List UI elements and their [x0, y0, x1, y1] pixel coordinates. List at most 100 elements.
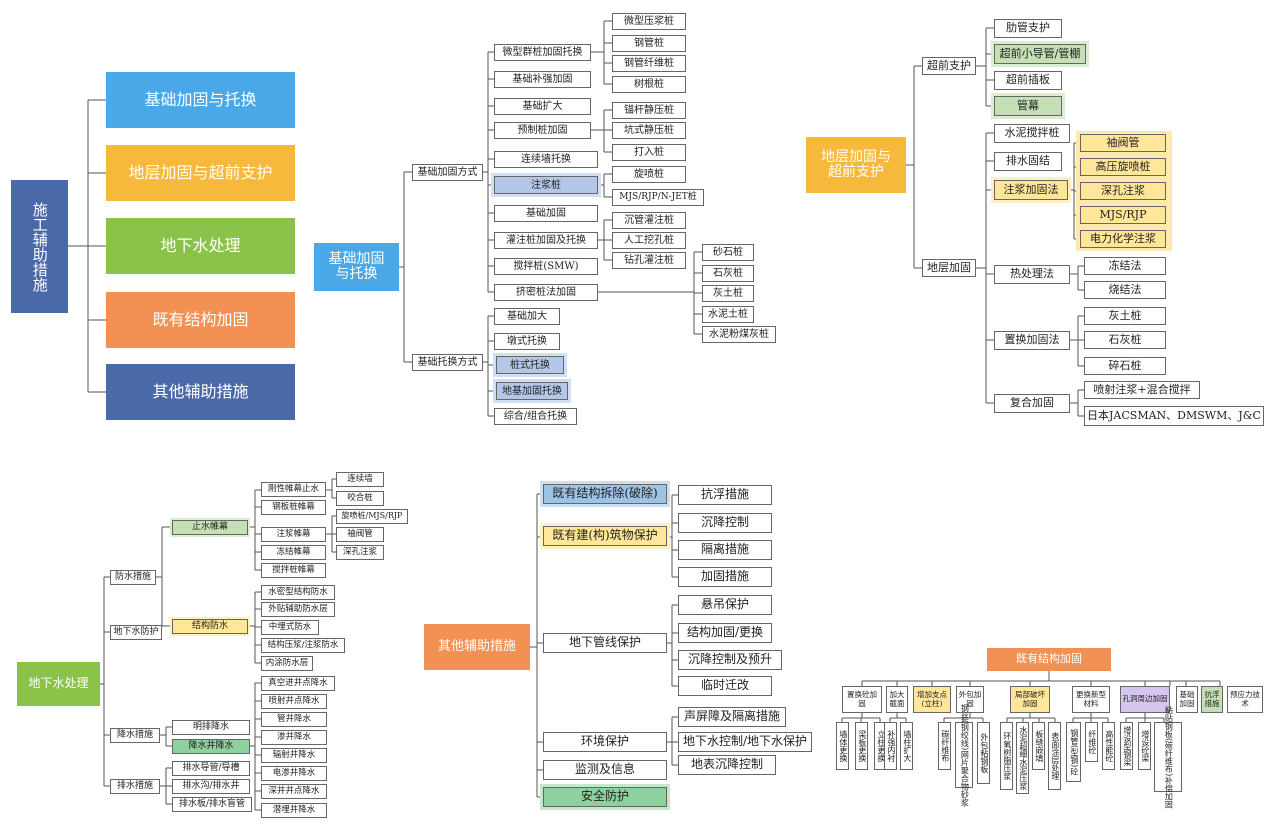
- struct-3[interactable]: 中埋式防水: [261, 620, 319, 635]
- other-3[interactable]: 地下管线保护: [543, 633, 667, 653]
- micro-pile-3[interactable]: 钢管纤维桩: [612, 55, 686, 72]
- curtain-5[interactable]: 搅拌桩帷幕: [261, 563, 326, 578]
- drain-2[interactable]: 排水沟/排水井: [172, 779, 250, 794]
- existing-sub-15[interactable]: 高性能砼: [1102, 722, 1115, 770]
- underpin-5[interactable]: 综合/组合托换: [494, 408, 577, 425]
- existing-cat-2[interactable]: 加大截面: [886, 686, 908, 713]
- foundation-branch-underpin[interactable]: 基础托换方式: [412, 354, 483, 371]
- ground-2[interactable]: 排水固结: [994, 152, 1062, 171]
- stratum-advance[interactable]: 超前支护: [922, 57, 976, 75]
- protect-3[interactable]: 隔离措施: [678, 540, 772, 560]
- well-1[interactable]: 真空进井点降水: [261, 676, 335, 691]
- ground-1[interactable]: 水泥搅拌桩: [994, 124, 1070, 143]
- grout-1[interactable]: 旋喷桩: [612, 166, 686, 183]
- existing-cat-4[interactable]: 外包加固: [956, 686, 984, 713]
- cast-3[interactable]: 钻孔灌注桩: [612, 252, 686, 269]
- gw-protect[interactable]: 地下水防护: [110, 625, 162, 640]
- fnode-grout-pile[interactable]: 注浆桩: [491, 173, 601, 197]
- pipe-3[interactable]: 沉降控制及预升: [678, 650, 782, 670]
- ground-5[interactable]: 置换加固法: [994, 331, 1070, 350]
- well-5[interactable]: 辐射井降水: [261, 748, 327, 763]
- fnode-compact[interactable]: 挤密桩法加固: [494, 284, 598, 301]
- pipe-4[interactable]: 临时迁改: [678, 676, 772, 696]
- fnode-micro[interactable]: 微型群桩加固托换: [494, 44, 591, 61]
- env-1[interactable]: 声屏障及隔离措施: [678, 707, 786, 727]
- replace-1[interactable]: 灰土桩: [1084, 307, 1166, 325]
- well-8[interactable]: 潜埋井降水: [261, 803, 327, 818]
- existing-sub-8[interactable]: 外包粘钢板: [977, 722, 990, 784]
- env-3[interactable]: 地表沉降控制: [678, 755, 776, 775]
- existing-sub-18[interactable]: 粘贴钢板(碳纤维布)补偿加固: [1154, 706, 1182, 808]
- curtain-4[interactable]: 冻结帷幕: [261, 545, 326, 560]
- fnode-base[interactable]: 基础加固: [494, 205, 598, 222]
- existing-sub-14[interactable]: 纤维砼: [1085, 722, 1098, 762]
- foundation-root[interactable]: 基础加固与托换: [314, 243, 399, 291]
- pipe-2[interactable]: 结构加固/更换: [678, 623, 772, 643]
- thermal-2[interactable]: 烧结法: [1084, 281, 1166, 299]
- micro-pile-2[interactable]: 钢管桩: [612, 35, 686, 52]
- existing-cat-9[interactable]: 抗浮措施: [1201, 686, 1223, 713]
- well-3[interactable]: 管井降水: [261, 712, 327, 727]
- groundwater-root[interactable]: 地下水处理: [17, 662, 100, 706]
- struct-2[interactable]: 外贴辅助防水层: [261, 602, 335, 617]
- protect-2[interactable]: 沉降控制: [678, 513, 772, 533]
- gw-struct[interactable]: 结构防水: [170, 617, 250, 636]
- struct-1[interactable]: 水密型结构防水: [261, 585, 335, 600]
- gcurtain-3[interactable]: 深孔注浆: [336, 545, 384, 560]
- protect-1[interactable]: 抗浮措施: [678, 485, 772, 505]
- gcurtain-1[interactable]: 旋喷桩/MJS/RJP: [336, 509, 408, 524]
- composite-2[interactable]: 日本JACSMAN、DMSWM、J&C: [1084, 406, 1264, 426]
- well-2[interactable]: 喷射井点降水: [261, 694, 327, 709]
- rigid-1[interactable]: 连续墙: [336, 472, 384, 487]
- existing-cat-3[interactable]: 增加支点(立柱): [913, 686, 951, 713]
- fnode-strengthen[interactable]: 基础补强加固: [494, 71, 591, 88]
- existing-sub-5[interactable]: 墙柱扩大: [900, 722, 913, 770]
- other-1[interactable]: 既有结构拆除(破除): [540, 481, 670, 507]
- well-6[interactable]: 电渗井降水: [261, 766, 327, 781]
- existing-cat-5[interactable]: 局部破坏加固: [1010, 686, 1050, 713]
- gw-curtain[interactable]: 止水帷幕: [170, 518, 250, 537]
- existing-sub-4[interactable]: 补强内衬: [884, 722, 897, 770]
- existing-sub-7[interactable]: 钢丝(钢绞线)网片聚合物砂浆: [955, 704, 973, 806]
- other-4[interactable]: 环境保护: [543, 732, 667, 752]
- overview-item-foundation[interactable]: 基础加固与托换: [106, 72, 295, 128]
- overview-item-existing[interactable]: 既有结构加固: [106, 292, 295, 348]
- replace-3[interactable]: 碎石桩: [1084, 357, 1166, 375]
- fnode-smw[interactable]: 搅拌桩(SMW): [494, 258, 598, 275]
- existing-sub-12[interactable]: 表面涂层处理: [1048, 722, 1061, 790]
- existing-sub-9[interactable]: 环氧树脂压浆: [1000, 722, 1013, 790]
- existing-cat-8[interactable]: 基础加固: [1176, 686, 1198, 713]
- compact-4[interactable]: 水泥土桩: [702, 306, 754, 323]
- underpin-2[interactable]: 墩式托换: [494, 333, 560, 350]
- existing-sub-6[interactable]: 碳纤维布: [938, 722, 951, 770]
- compact-3[interactable]: 灰土桩: [702, 285, 754, 302]
- env-2[interactable]: 地下水控制/地下水保护: [678, 732, 812, 752]
- advance-3[interactable]: 超前插板: [994, 71, 1062, 90]
- other-2[interactable]: 既有建(构)筑物保护: [540, 523, 670, 549]
- fnode-enlarge[interactable]: 基础扩大: [494, 98, 591, 115]
- existing-sub-11[interactable]: 板缝嵌填: [1032, 722, 1045, 770]
- fnode-cast[interactable]: 灌注桩加固及托换: [494, 232, 598, 249]
- overview-root[interactable]: 施工辅助措施: [11, 180, 68, 313]
- foundation-branch-method[interactable]: 基础加固方式: [412, 164, 483, 181]
- gw-dewater[interactable]: 降水措施: [110, 728, 160, 743]
- compact-2[interactable]: 石灰桩: [702, 265, 754, 282]
- ground-6[interactable]: 复合加固: [994, 394, 1070, 413]
- dewater-2[interactable]: 降水井降水: [172, 739, 250, 754]
- grouting-4[interactable]: MJS/RJP: [1080, 206, 1166, 224]
- grouting-5[interactable]: 电力化学注浆: [1080, 230, 1166, 248]
- fnode-wall[interactable]: 连续墙托换: [494, 151, 598, 168]
- cast-1[interactable]: 沉管灌注桩: [612, 212, 686, 229]
- struct-4[interactable]: 结构压浆/注浆防水: [261, 638, 345, 653]
- other-5[interactable]: 监测及信息: [543, 760, 667, 780]
- underpin-1[interactable]: 基础加大: [494, 308, 560, 325]
- existing-sub-10[interactable]: 水泥超细水泥压浆: [1016, 722, 1029, 794]
- existing-sub-16[interactable]: 增设型钢梁: [1120, 722, 1133, 770]
- existing-sub-2[interactable]: 梁板更换: [855, 722, 868, 770]
- other-6[interactable]: 安全防护: [540, 784, 670, 810]
- gcurtain-2[interactable]: 袖阀管: [336, 527, 384, 542]
- grouting-1[interactable]: 袖阀管: [1080, 134, 1166, 152]
- existing-cat-6[interactable]: 更换新型材料: [1072, 686, 1110, 713]
- grouting-3[interactable]: 深孔注浆: [1080, 182, 1166, 200]
- overview-item-other[interactable]: 其他辅助措施: [106, 364, 295, 420]
